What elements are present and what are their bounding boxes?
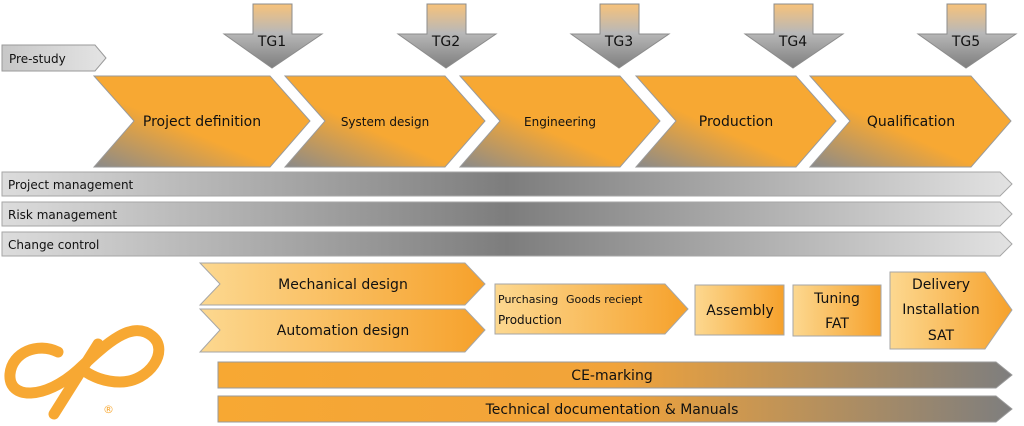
bar-label: Project management (8, 178, 134, 192)
phase-label: Production (699, 114, 773, 130)
phase-label: Qualification (867, 114, 955, 130)
tech-docs-label: Technical documentation & Manuals (485, 402, 739, 418)
bar-label: Change control (8, 238, 99, 252)
prestudy-label: Pre-study (9, 52, 66, 66)
activities: Mechanical design Automation design Purc… (198, 262, 1013, 353)
registered-mark: ® (103, 403, 114, 416)
gate-tg5: TG5 (916, 3, 1018, 69)
gate-label: TG4 (778, 34, 807, 50)
bottom-bars: CE-marking Technical documentation & Man… (217, 361, 1013, 423)
activity-production-block: Purchasing Goods reciept Production (494, 283, 689, 335)
phase-qualification: Qualification (808, 75, 1012, 168)
phase-label: Project definition (143, 114, 261, 130)
fat-label: FAT (825, 316, 849, 332)
gate-label: TG2 (431, 34, 460, 50)
delivery-label: Delivery (912, 277, 970, 293)
bar-risk-management: Risk management (1, 201, 1013, 227)
infinity-logo-icon: ® (4, 325, 165, 420)
installation-label: Installation (902, 302, 980, 318)
prestudy-arrow: Pre-study (1, 44, 107, 72)
bar-project-management: Project management (1, 171, 1013, 197)
management-bars: Project management Risk management Chang… (1, 171, 1013, 257)
phase-production: Production (634, 75, 837, 168)
bar-label: Risk management (8, 208, 117, 222)
gate-label: TG5 (951, 34, 980, 50)
bar-tech-docs: Technical documentation & Manuals (217, 395, 1013, 423)
phase-project-definition: Project definition (92, 75, 311, 168)
activity-delivery: Delivery Installation SAT (889, 271, 1013, 350)
activity-mechanical-design: Mechanical design (198, 262, 486, 306)
gate-tg1: TG1 (222, 3, 324, 69)
goods-receipt-label: Goods reciept (566, 293, 643, 306)
phase-engineering: Engineering (458, 75, 661, 168)
gate-label: TG1 (257, 34, 286, 50)
activity-assembly: Assembly (694, 284, 785, 336)
phase-label: System design (341, 115, 429, 129)
activity-label: Automation design (277, 323, 409, 339)
gate-arrows: TG1 TG2 TG3 TG4 TG5 (222, 3, 1018, 69)
sat-label: SAT (928, 328, 955, 344)
gate-tg4: TG4 (743, 3, 845, 69)
bar-change-control: Change control (1, 231, 1013, 257)
activity-label: Mechanical design (278, 277, 408, 293)
purchasing-label: Purchasing (498, 293, 558, 306)
phase-system-design: System design (283, 75, 486, 168)
bar-ce-marking: CE-marking (217, 361, 1013, 389)
production-label: Production (498, 313, 562, 327)
activity-tuning-fat: Tuning FAT (792, 284, 882, 337)
ce-marking-label: CE-marking (571, 368, 652, 384)
phase-label: Engineering (524, 115, 596, 129)
activity-automation-design: Automation design (198, 308, 486, 353)
gate-label: TG3 (604, 34, 633, 50)
gate-tg3: TG3 (569, 3, 671, 69)
gate-tg2: TG2 (396, 3, 498, 69)
tuning-label: Tuning (813, 291, 860, 307)
phase-chevrons: Project definition System design Enginee… (92, 75, 1012, 168)
assembly-label: Assembly (706, 303, 773, 319)
